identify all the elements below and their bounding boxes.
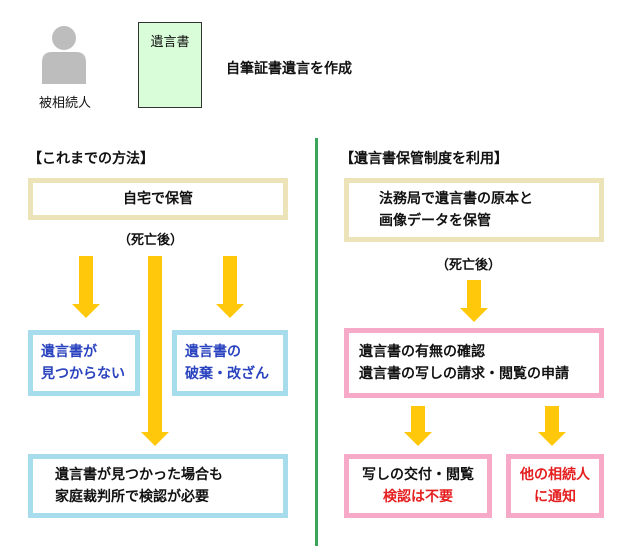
right-middle-box: 遺言書の有無の確認 遺言書の写しの請求・閲覧の申請 (344, 328, 604, 398)
person-icon (28, 24, 100, 112)
left-box-not-found-line1: 遺言書が (41, 344, 97, 360)
right-after-death-label: （死亡後） (436, 258, 502, 273)
header-caption: 自筆証書遺言を作成 (226, 61, 352, 77)
left-box-destroyed-line1: 遺言書の (185, 344, 241, 360)
right-box-copy-issue-line1: 写しの交付・閲覧 (362, 467, 474, 483)
right-top-box-line2: 画像データを保管 (379, 213, 491, 229)
right-arrow-1 (460, 280, 488, 322)
person-label: 被相続人 (38, 96, 91, 111)
right-top-box: 法務局で遺言書の原本と 画像データを保管 (344, 178, 604, 242)
right-box-notify-heirs-line1: 他の相続人 (520, 467, 590, 483)
left-after-death-label: （死亡後） (118, 233, 184, 248)
right-box-notify-heirs-line2: に通知 (534, 489, 576, 505)
right-box-copy-issue: 写しの交付・閲覧 検認は不要 (344, 454, 492, 518)
will-document-icon: 遺言書 (138, 22, 202, 108)
column-divider (315, 138, 318, 546)
left-box-not-found-line2: 見つからない (41, 366, 125, 382)
left-bottom-box: 遺言書が見つかった場合も 家庭裁判所で検認が必要 (28, 454, 288, 518)
left-section-title: 【これまでの方法】 (28, 151, 154, 167)
right-top-box-line1: 法務局で遺言書の原本と (379, 191, 533, 207)
left-arrow-long (141, 256, 169, 446)
right-middle-box-line2: 遺言書の写しの請求・閲覧の申請 (359, 366, 569, 382)
right-section-title: 【遺言書保管制度を利用】 (340, 151, 508, 167)
left-arrow-1 (72, 256, 100, 318)
right-arrow-3 (538, 406, 566, 446)
left-box-destroyed-line2: 破棄・改ざん (185, 366, 269, 382)
left-bottom-box-line2: 家庭裁判所で検認が必要 (55, 489, 209, 505)
right-arrow-2 (404, 406, 432, 446)
right-box-notify-heirs: 他の相続人 に通知 (506, 454, 604, 518)
left-bottom-box-line1: 遺言書が見つかった場合も (55, 467, 223, 483)
left-box-not-found: 遺言書が 見つからない (28, 330, 140, 396)
left-arrow-2 (216, 256, 244, 318)
left-box-destroyed: 遺言書の 破棄・改ざん (172, 330, 288, 396)
left-top-box-text: 自宅で保管 (123, 191, 193, 207)
will-document-label: 遺言書 (150, 35, 190, 50)
right-box-copy-issue-line2: 検認は不要 (383, 489, 453, 505)
left-top-box: 自宅で保管 (28, 178, 288, 220)
right-middle-box-line1: 遺言書の有無の確認 (359, 344, 485, 360)
